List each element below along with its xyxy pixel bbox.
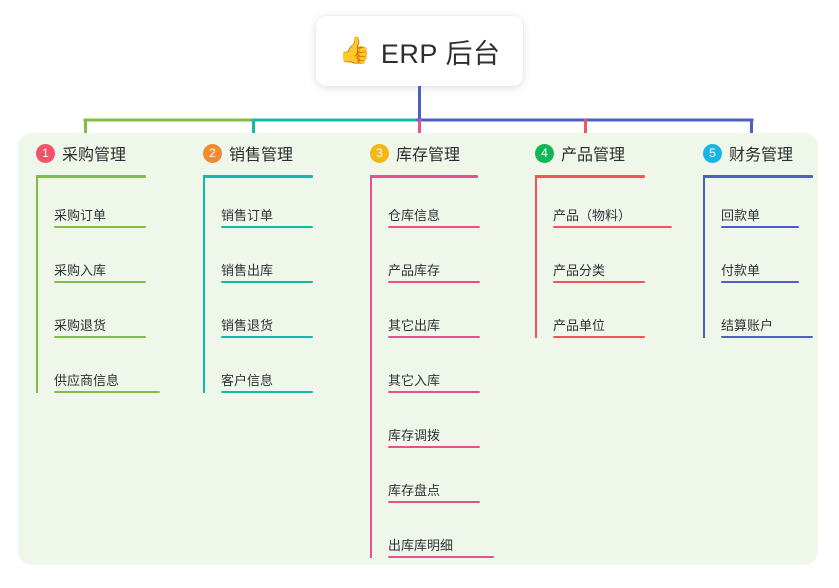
branch-title-5: 财务管理 [729,147,794,164]
branch-title-4: 产品管理 [561,147,626,164]
root-node-content: 👍 ERP 后台 [339,32,501,71]
branch-header-1[interactable]: 1 采购管理 [36,141,126,165]
branch-item-underline [721,226,799,228]
branch-item-underline [388,556,494,558]
branch-title-3: 库存管理 [396,147,461,164]
branch-stem-3 [370,175,372,558]
branch-item-underline [54,281,146,283]
branch-item[interactable]: 付款单 [721,257,799,283]
branch-item-underline [388,281,480,283]
branch-item-label: 付款单 [721,263,761,278]
branch-underline-2 [203,175,313,178]
branch-item-label: 库存盘点 [388,483,441,498]
branch-item-underline [54,336,146,338]
branch-item-label: 其它入库 [388,373,441,388]
branch-underline-4 [535,175,645,178]
branch-item[interactable]: 客户信息 [221,367,313,393]
branch-item-label: 销售退货 [221,318,274,333]
branch-item-label: 回款单 [721,208,761,223]
branch-item[interactable]: 产品（物料） [553,202,672,228]
branches-panel: 1 采购管理采购订单采购入库采购退货供应商信息 2 销售管理销售订单销售出库销售退货客… [18,133,818,565]
branch-item-label: 客户信息 [221,373,274,388]
branch-item-underline [54,226,146,228]
branch-item-underline [721,336,813,338]
branch-stem-2 [203,175,205,393]
branch-item-label: 采购入库 [54,263,107,278]
branch-item[interactable]: 其它入库 [388,367,480,393]
branch-underline-3 [370,175,478,178]
branch-item-label: 采购订单 [54,208,107,223]
branch-item-label: 销售订单 [221,208,274,223]
branch-item[interactable]: 采购入库 [54,257,146,283]
branch-item-label: 销售出库 [221,263,274,278]
branch-item[interactable]: 仓库信息 [388,202,480,228]
branch-item[interactable]: 产品库存 [388,257,480,283]
branch-underline-1 [36,175,146,178]
branch-item[interactable]: 采购退货 [54,312,146,338]
branch-item[interactable]: 库存盘点 [388,477,480,503]
root-node-title: ERP 后台 [380,38,501,69]
branch-item-underline [553,336,645,338]
branch-title-2: 销售管理 [229,147,294,164]
branch-item-underline [388,391,480,393]
branch-item-underline [388,501,480,503]
branch-badge-4: 4 [535,143,554,163]
branch-header-5[interactable]: 5 财务管理 [703,141,793,165]
branch-title-1: 采购管理 [62,147,127,164]
branch-header-2[interactable]: 2 销售管理 [203,141,293,165]
branch-item-label: 产品分类 [553,263,606,278]
branch-item-label: 采购退货 [54,318,107,333]
branch-stem-4 [535,175,537,338]
branch-item-label: 产品库存 [388,263,441,278]
branch-item[interactable]: 供应商信息 [54,367,160,393]
branch-item[interactable]: 销售出库 [221,257,313,283]
branch-item-label: 结算账户 [721,318,774,333]
branch-item[interactable]: 采购订单 [54,202,146,228]
branch-item-underline [388,446,480,448]
branch-item-label: 其它出库 [388,318,441,333]
branch-item[interactable]: 结算账户 [721,312,813,338]
branch-item-underline [388,336,480,338]
branch-item[interactable]: 出库库明细 [388,532,494,558]
branch-item-underline [553,281,645,283]
branch-item[interactable]: 销售退货 [221,312,313,338]
branch-badge-2: 2 [203,143,222,163]
branch-item[interactable]: 回款单 [721,202,799,228]
branch-item-underline [221,336,313,338]
branch-item-underline [54,391,160,393]
branch-item-label: 出库库明细 [388,538,454,553]
branch-badge-3: 3 [370,143,389,163]
branch-item-underline [221,391,313,393]
branch-header-4[interactable]: 4 产品管理 [535,141,625,165]
branch-item-label: 库存调拨 [388,428,441,443]
branch-stem-1 [36,175,38,393]
branch-item-label: 仓库信息 [388,208,441,223]
branch-badge-1: 1 [36,143,55,163]
branch-item-label: 产品（物料） [553,208,632,223]
branch-item[interactable]: 产品单位 [553,312,645,338]
branch-item-label: 产品单位 [553,318,606,333]
branch-item[interactable]: 其它出库 [388,312,480,338]
branch-item-underline [221,281,313,283]
branch-item-underline [721,281,799,283]
branch-badge-5: 5 [703,143,722,163]
branch-item-underline [553,226,672,228]
branch-underline-5 [703,175,813,178]
branch-item[interactable]: 库存调拨 [388,422,480,448]
branch-stem-5 [703,175,705,338]
thumbs-up-icon: 👍 [338,36,371,66]
branch-item[interactable]: 产品分类 [553,257,645,283]
branch-header-3[interactable]: 3 库存管理 [370,141,460,165]
root-node-erp-backend[interactable]: 👍 ERP 后台 [316,16,523,86]
branch-item-underline [388,226,480,228]
branch-item-label: 供应商信息 [54,373,120,388]
branch-item[interactable]: 销售订单 [221,202,313,228]
branch-item-underline [221,226,313,228]
